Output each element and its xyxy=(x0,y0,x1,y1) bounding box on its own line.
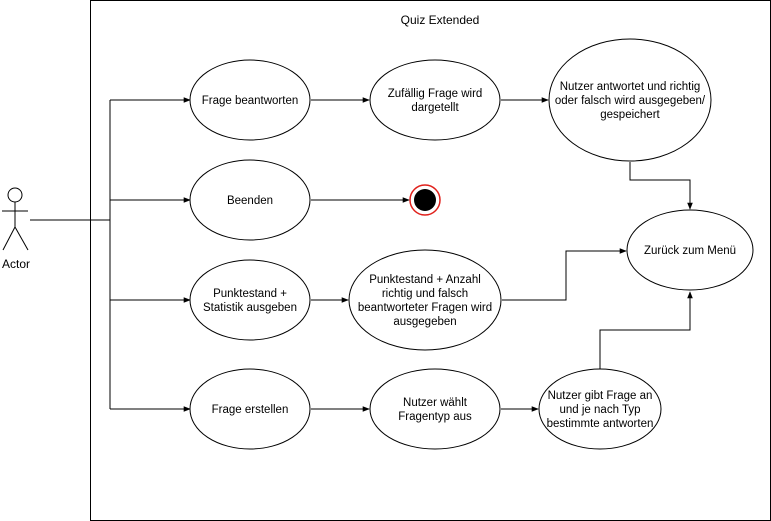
label-line: Beenden xyxy=(227,195,273,207)
label-line: Fragentyp aus xyxy=(398,411,472,423)
end-state-dot xyxy=(414,189,436,211)
label-line: gespeichert xyxy=(600,109,660,121)
label-line: und je nach Typ xyxy=(560,404,641,416)
label-zufaellig-frage: Zufällig Frage wird dargetellt xyxy=(388,88,483,114)
label-line: Frage erstellen xyxy=(212,404,289,416)
usecase-punktestand xyxy=(189,259,311,341)
actor-head xyxy=(7,187,23,203)
label-line: Statistik ausgeben xyxy=(203,302,297,314)
usecase-nutzer-waehlt xyxy=(369,368,501,450)
label-line: Frage beantworten xyxy=(202,95,299,107)
label-line: bestimmte antworten xyxy=(547,418,654,430)
label-nutzer-gibt: Nutzer gibt Frage an und je nach Typ besti… xyxy=(547,390,654,430)
label-line: richtig und falsch xyxy=(382,288,468,300)
edge-nutzer-antwortet-to-zurueck xyxy=(629,162,693,210)
usecase-frage-beantworten xyxy=(189,59,311,141)
label-punktestand-anzahl: Punktestand + Anzahl richtig und falsch be… xyxy=(358,274,492,328)
label-frage-beantworten: Frage beantworten xyxy=(202,95,299,107)
label-frage-erstellen: Frage erstellen xyxy=(212,404,289,416)
label-line: Punktestand + xyxy=(213,288,287,300)
usecase-zurueck-zum-menue xyxy=(626,209,754,291)
label-line: Zurück zum Menü xyxy=(644,245,736,257)
actor xyxy=(2,187,29,251)
actor-left-leg xyxy=(2,226,16,251)
usecase-zufaellig-frage xyxy=(369,59,501,141)
label-line: Zufällig Frage wird xyxy=(388,88,483,100)
usecase-punktestand-anzahl xyxy=(348,249,502,351)
label-nutzer-antwortet: Nutzer antwortet und richtig oder falsch … xyxy=(555,81,706,121)
label-line: Nutzer gibt Frage an xyxy=(548,390,653,402)
label-line: Nutzer wählt xyxy=(403,397,468,409)
label-line: oder falsch wird ausgegeben/ xyxy=(555,95,706,107)
label-line: Punktestand + Anzahl xyxy=(369,274,481,286)
usecase-nutzer-antwortet xyxy=(548,38,712,162)
usecase-nutzer-gibt xyxy=(538,368,662,450)
label-zurueck-zum-menue: Zurück zum Menü xyxy=(644,245,736,257)
label-beenden: Beenden xyxy=(227,195,273,207)
label-punktestand: Punktestand + Statistik ausgeben xyxy=(203,288,297,314)
usecase-frage-erstellen xyxy=(189,368,311,450)
diagram-title: Quiz Extended xyxy=(401,13,480,27)
label-line: Nutzer antwortet und richtig xyxy=(560,81,701,93)
actor-label: Actor xyxy=(2,257,30,271)
edge-anzahl-to-zurueck xyxy=(502,248,627,301)
label-line: dargetellt xyxy=(411,102,459,114)
usecase-beenden xyxy=(189,159,311,241)
edge-gibt-to-zurueck xyxy=(599,291,693,370)
label-line: ausgegeben xyxy=(393,316,456,328)
actor-right-leg xyxy=(14,226,29,251)
label-line: beantworteter Fragen wird xyxy=(358,302,492,314)
